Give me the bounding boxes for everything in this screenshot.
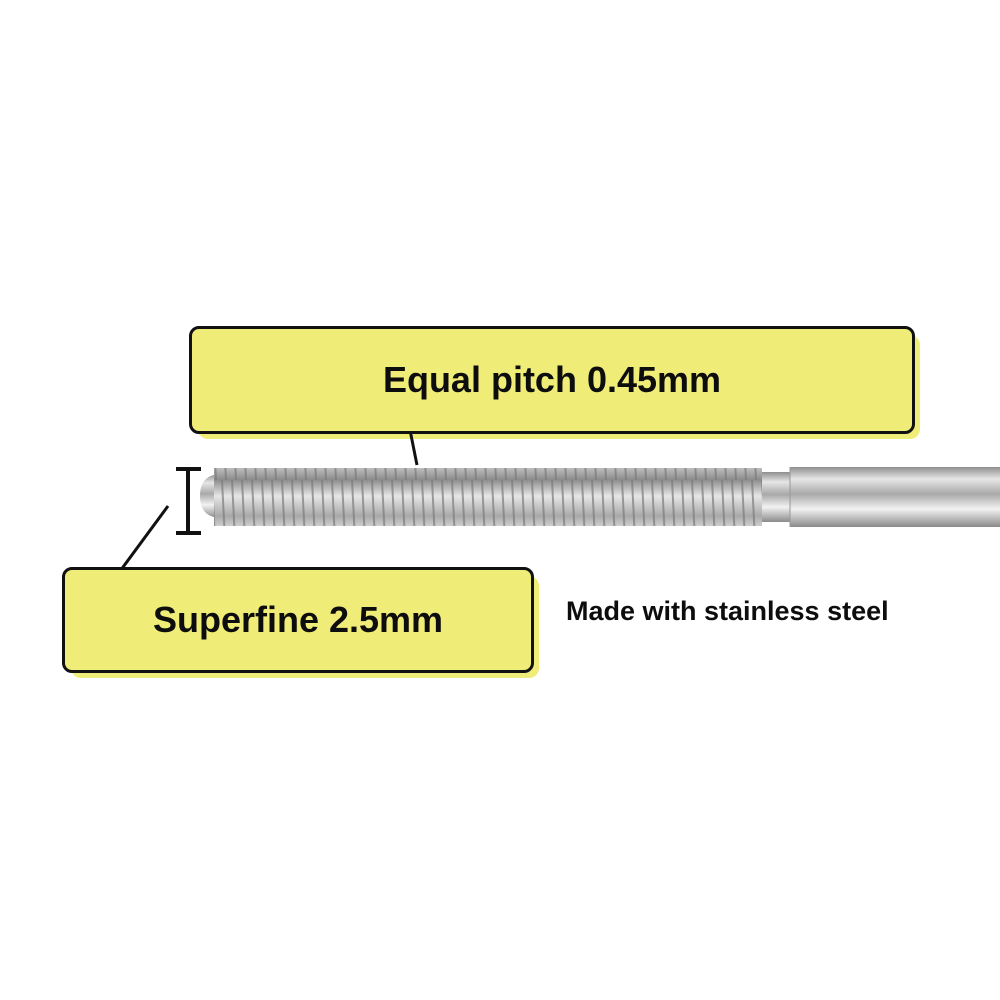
material-text: Made with stainless steel [566, 596, 889, 626]
diameter-callout: Superfine 2.5mm [62, 567, 539, 678]
pitch-callout: Equal pitch 0.45mm [189, 326, 920, 439]
smooth-shaft [790, 467, 1000, 527]
diameter-leader-line [113, 505, 170, 579]
threaded-section [214, 468, 762, 526]
i-beam-dimension-icon [176, 467, 201, 535]
pitch-leader-line [408, 429, 419, 466]
pitch-label: Equal pitch 0.45mm [382, 359, 722, 400]
diameter-label: Superfine 2.5mm [152, 599, 444, 640]
